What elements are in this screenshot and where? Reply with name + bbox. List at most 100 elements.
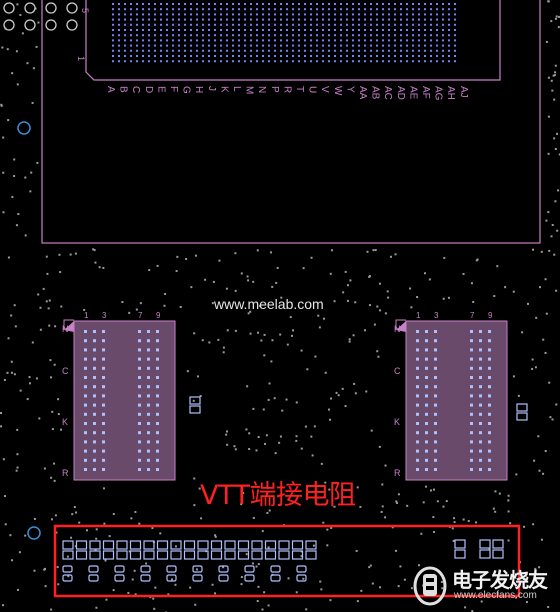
- via: [48, 324, 51, 327]
- memory-ball: [425, 339, 428, 343]
- memory-ball: [470, 394, 473, 398]
- via: [57, 398, 60, 401]
- bga-ball: [196, 29, 198, 31]
- resistor-pad: [305, 550, 317, 560]
- bga-ball: [130, 44, 132, 47]
- bga-ball: [124, 23, 126, 26]
- bga-ball: [232, 18, 234, 21]
- bga-ball: [430, 18, 432, 21]
- memory-ball: [156, 348, 159, 352]
- resistor-pad: [183, 550, 196, 560]
- via: [193, 504, 196, 507]
- via: [342, 291, 345, 294]
- via: [271, 339, 274, 342]
- bga-ball: [328, 34, 330, 37]
- via: [58, 253, 61, 256]
- via: [26, 62, 29, 65]
- memory-ball: [93, 422, 96, 425]
- via: [556, 132, 559, 135]
- memory-ball: [93, 403, 96, 407]
- bga-ball: [112, 13, 114, 16]
- bga-ball: [130, 3, 132, 5]
- bga-ball: [394, 60, 396, 63]
- annotation-label: VTT端接电阻: [200, 480, 356, 511]
- bga-ball: [226, 55, 228, 57]
- memory-ball: [470, 449, 473, 453]
- bga-ball: [214, 8, 216, 11]
- bga-ball: [406, 60, 408, 63]
- bga-ball: [112, 55, 114, 57]
- bga-ball: [400, 18, 402, 21]
- bga-ball: [328, 60, 330, 63]
- via: [551, 418, 554, 421]
- via: [95, 528, 98, 531]
- bga-ball: [226, 13, 228, 16]
- resistor-pad: [183, 540, 196, 550]
- bga-ball: [274, 29, 276, 31]
- memory-ball: [102, 330, 105, 333]
- via: [356, 486, 359, 489]
- memory-ball: [147, 366, 150, 370]
- bga-ball: [364, 34, 366, 37]
- bga-ball: [430, 29, 432, 31]
- bga-ball: [220, 60, 222, 63]
- resistor-pad: [62, 540, 74, 550]
- resistor-pad: [305, 540, 317, 550]
- bga-ball: [268, 13, 270, 16]
- bga-ball: [442, 60, 444, 63]
- memory-column-label: 7: [470, 311, 475, 320]
- bga-ball: [262, 13, 264, 16]
- bga-ball: [454, 49, 456, 52]
- capacitor-pad: [296, 565, 307, 573]
- memory-ball: [93, 366, 96, 370]
- memory-ball: [102, 468, 105, 471]
- bga-ball: [310, 39, 312, 42]
- via: [306, 368, 309, 371]
- bga-ball: [202, 3, 204, 5]
- bga-ball: [238, 29, 240, 31]
- bga-ball: [322, 3, 324, 5]
- bga-ball: [232, 23, 234, 26]
- bga-ball: [376, 18, 378, 21]
- resistor-pad: [492, 539, 504, 549]
- memory-ball: [434, 431, 437, 435]
- resistor-pad: [116, 550, 128, 560]
- via: [554, 71, 557, 74]
- bga-ball: [376, 23, 378, 26]
- via: [372, 249, 375, 252]
- via: [286, 343, 289, 346]
- via: [186, 370, 189, 373]
- bga-ball: [178, 23, 180, 26]
- via: [138, 522, 141, 525]
- via: [423, 272, 426, 275]
- bga-ball: [358, 29, 360, 31]
- bga-ball: [202, 39, 204, 42]
- via: [424, 485, 427, 488]
- via: [59, 428, 62, 431]
- via: [384, 516, 387, 519]
- bga-ball: [256, 3, 258, 5]
- bga-ball: [394, 34, 396, 37]
- via: [545, 312, 548, 315]
- bga-row-letter: M: [244, 86, 255, 94]
- via: [300, 447, 303, 450]
- memory-ball: [138, 422, 141, 425]
- resistor-pad: [170, 540, 182, 550]
- via: [28, 382, 31, 385]
- bga-ball: [436, 13, 438, 16]
- bga-ball: [358, 3, 360, 5]
- bga-ball: [286, 44, 288, 47]
- capacitor-pad: [192, 565, 203, 573]
- bga-ball: [424, 13, 426, 16]
- via: [240, 583, 243, 586]
- memory-row-label: N: [394, 324, 401, 334]
- bga-ball: [280, 18, 282, 21]
- via: [433, 530, 436, 533]
- bga-ball: [112, 60, 114, 63]
- via: [330, 397, 333, 400]
- via: [259, 304, 262, 307]
- bga-ball: [358, 44, 360, 47]
- via: [257, 585, 260, 588]
- bga-ball: [196, 3, 198, 5]
- via: [470, 282, 473, 285]
